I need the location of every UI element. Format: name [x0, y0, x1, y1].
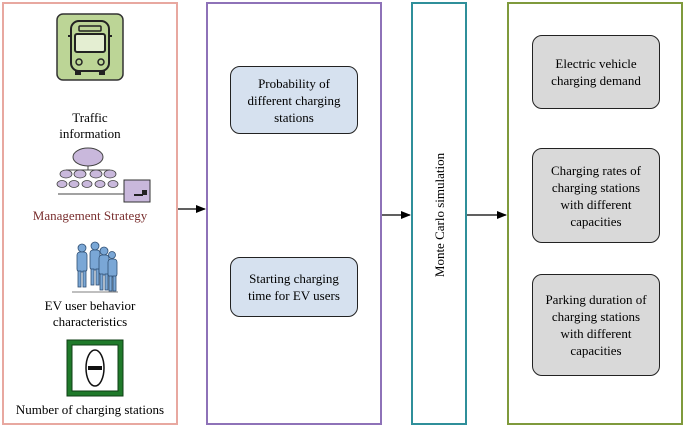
number-of-charging-stations-label: Number of charging stations	[15, 402, 165, 417]
charging-demand-box: Electric vehicle charging demand	[532, 35, 660, 109]
output-panel: Electric vehicle charging demand Chargin…	[507, 2, 683, 425]
charging-rates-box: Charging rates of charging stations with…	[532, 148, 660, 243]
intermediate-panel: Probability of different charging statio…	[206, 2, 382, 425]
parking-duration-box: Parking duration of charging stations wi…	[532, 274, 660, 376]
ev-user-behavior-label: EV user behavior characteristics	[44, 298, 136, 329]
simulation-panel	[411, 2, 467, 425]
input-factors-panel: Traffic information Management Strategy	[2, 2, 178, 425]
bus-icon	[56, 13, 124, 81]
charging-station-icon	[66, 339, 124, 397]
starting-time-box: Starting charging time for EV users	[230, 257, 358, 317]
probability-box: Probability of different charging statio…	[230, 66, 358, 134]
people-group-icon	[72, 241, 118, 293]
management-strategy-label: Management Strategy	[32, 208, 148, 223]
org-chart-icon	[56, 147, 151, 203]
traffic-information-label: Traffic information	[59, 110, 121, 141]
